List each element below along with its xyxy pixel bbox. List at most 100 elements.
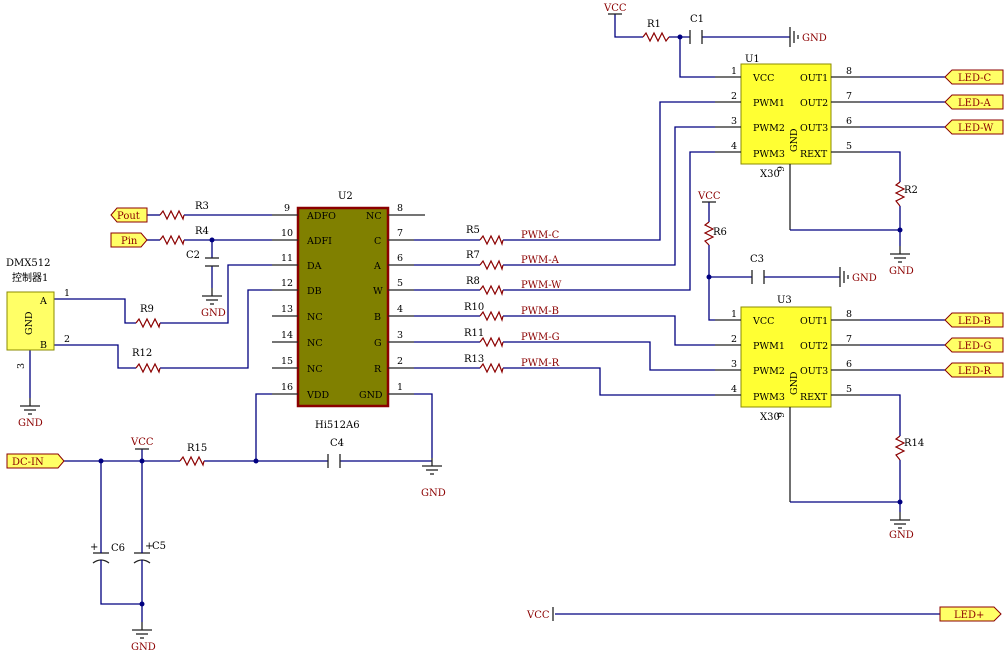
r3-symbol <box>159 209 185 221</box>
u2-pin16-num: 16 <box>281 382 293 393</box>
port-pin: Pin <box>121 236 138 247</box>
r2-symbol <box>894 181 906 207</box>
r1-label: R1 <box>647 19 661 30</box>
c5-gnd-symbol <box>131 621 153 639</box>
junctions <box>98 34 903 607</box>
dmx-gnd-symbol <box>19 397 41 415</box>
u2-pin10-num: 10 <box>281 228 293 239</box>
ports: Pout Pin DC-IN LED-C LED-A LED-W LED-B L… <box>6 69 1004 622</box>
vcc-ledplus-label: VCC <box>526 610 550 621</box>
u1-gnd-label: GND <box>789 128 800 152</box>
net-pwm-c: PWM-C <box>521 230 560 241</box>
r10-label: R10 <box>464 302 484 313</box>
u3-gnd-label: GND <box>789 371 800 395</box>
u3-pin3-num: 3 <box>731 359 737 370</box>
dmx-subtitle: 控制器1 <box>12 271 48 284</box>
u1-pin8-name: OUT1 <box>800 73 828 84</box>
c1-gnd-symbol <box>789 27 799 47</box>
u2-pin8-num: 8 <box>397 203 403 214</box>
u2-pin3-name: G <box>374 338 382 349</box>
dmx-pin1-num: 1 <box>64 288 70 299</box>
r8-symbol <box>479 284 504 297</box>
u3-pin7-name: OUT2 <box>800 341 828 352</box>
c3-label: C3 <box>750 254 764 265</box>
u1-pin4-num: 4 <box>731 141 737 152</box>
u1-ref: U1 <box>745 54 760 65</box>
u2-name: Hi512A6 <box>315 420 360 431</box>
u3-chip: U3 X30 9 GND 1 2 3 4 VCC PWM1 PWM2 PWM3 … <box>715 295 860 502</box>
r9-symbol <box>135 317 161 329</box>
dmx-gnd-text: GND <box>24 311 35 335</box>
c1-label: C1 <box>690 14 704 25</box>
c4-label: C4 <box>330 438 344 449</box>
c6-label: C6 <box>111 543 125 554</box>
u2-pin13-name: NC <box>307 312 323 323</box>
u3-pin8-num: 8 <box>846 309 852 320</box>
dmx-pin-b: B <box>40 340 47 351</box>
c5-plus: + <box>145 541 153 552</box>
r12-label: R12 <box>132 348 152 359</box>
c1-gnd-label: GND <box>802 33 827 44</box>
u3-pin2-num: 2 <box>731 334 737 345</box>
r14-gnd-symbol <box>889 511 911 529</box>
c2-gnd-label: GND <box>201 308 226 319</box>
u1-pin3-name: PWM2 <box>753 123 785 134</box>
u2-pin11-name: DA <box>307 261 322 272</box>
net-pwm-g: PWM-G <box>521 332 560 343</box>
u2-chip: U2 Hi512A6 <box>296 191 390 431</box>
c2-symbol <box>205 257 219 267</box>
r2-label: R2 <box>904 185 918 196</box>
r4-label: R4 <box>195 226 209 237</box>
net-labels: PWM-C PWM-A PWM-W PWM-B PWM-G PWM-R <box>521 230 562 369</box>
r7-symbol <box>479 259 504 272</box>
u3-pin9-num: 9 <box>776 412 787 418</box>
r7-label: R7 <box>466 250 480 261</box>
wires <box>29 14 945 622</box>
u3-pin5-num: 5 <box>846 384 852 395</box>
u2-pin9-name: ADFO <box>306 211 336 222</box>
u2-pin7-num: 7 <box>397 228 403 239</box>
u3-pin1-name: VCC <box>752 316 774 327</box>
u1-pin6-name: OUT3 <box>800 123 828 134</box>
r14-gnd-label: GND <box>889 530 914 541</box>
u1-pin2-name: PWM1 <box>753 98 785 109</box>
u3-pin7-num: 7 <box>846 334 852 345</box>
u1-pin7-name: OUT2 <box>800 98 828 109</box>
u3-pin1-num: 1 <box>731 309 737 320</box>
u2-pin11-num: 11 <box>281 253 293 264</box>
u2-pin3-num: 3 <box>397 330 403 341</box>
u3-pin6-num: 6 <box>846 359 852 370</box>
u2-pin12-num: 12 <box>281 278 293 289</box>
u1-pin2-num: 2 <box>731 91 737 102</box>
c5-gnd-label: GND <box>131 642 156 652</box>
u2-pin2-name: R <box>374 364 382 375</box>
r11-label: R11 <box>464 328 484 339</box>
r3-label: R3 <box>195 201 209 212</box>
net-pwm-b: PWM-B <box>521 306 559 317</box>
u1-pin5-num: 5 <box>846 141 852 152</box>
port-dc-in: DC-IN <box>12 457 44 468</box>
u2-pin12-name: DB <box>307 286 322 297</box>
dmx-pin2-num: 2 <box>64 334 70 345</box>
r8-label: R8 <box>466 276 480 287</box>
r14-symbol <box>894 435 906 461</box>
u1-pin3-num: 3 <box>731 116 737 127</box>
capacitors: C1 C2 C3 C4 + C6 + C5 <box>90 14 765 565</box>
u1-body <box>740 63 832 165</box>
port-led-c: LED-C <box>958 73 992 84</box>
u1-pin1-num: 1 <box>731 66 737 77</box>
net-pwm-w: PWM-W <box>521 280 562 291</box>
u3-ref: U3 <box>777 295 792 306</box>
dmx-pin-a: A <box>39 296 47 307</box>
u3-name: X30 <box>760 412 780 423</box>
port-led-w: LED-W <box>958 123 994 134</box>
port-led-g: LED-G <box>958 341 992 352</box>
r13-label: R13 <box>464 354 484 365</box>
dmx-body <box>6 291 55 351</box>
r2-gnd-symbol <box>889 245 911 263</box>
u2-pin5-name: W <box>373 286 383 297</box>
ground-symbols: GND GND GND GND GND GND GND GND <box>18 27 914 652</box>
r15-label: R15 <box>187 443 207 454</box>
u2-pin9-num: 9 <box>284 203 290 214</box>
